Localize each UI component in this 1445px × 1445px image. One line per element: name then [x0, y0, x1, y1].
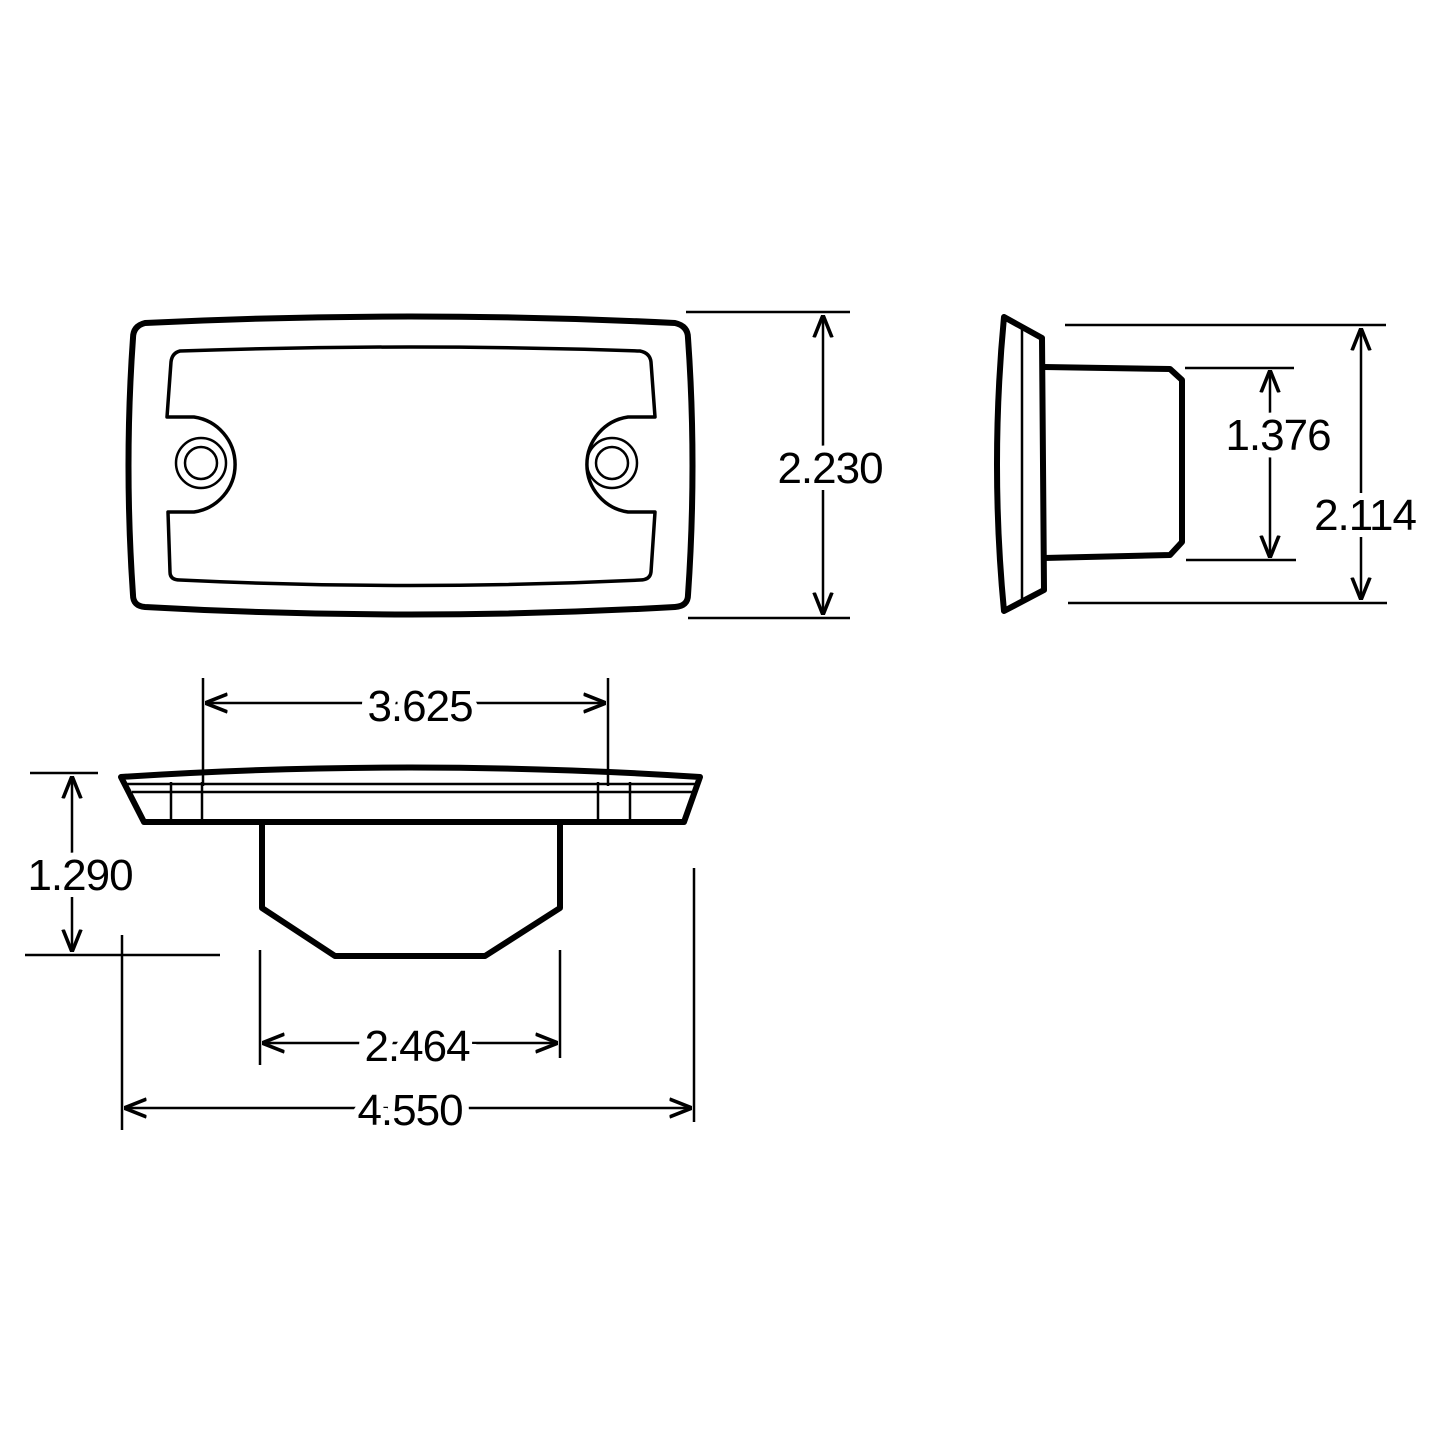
front-lens-outline: [165, 345, 657, 588]
dim-label-2114: 2.114: [1314, 491, 1416, 540]
bottom-body-outline: [259, 822, 563, 959]
dim-overall-depth: 1.290: [20, 771, 220, 957]
dim-side-body-height: 1.376: [1185, 366, 1339, 562]
right-mount-hole-inner: [594, 445, 630, 481]
side-view: [994, 314, 1185, 614]
dim-label-2230: 2.230: [777, 444, 882, 493]
dim-label-1290: 1.290: [27, 851, 132, 900]
bottom-view: [118, 764, 703, 959]
dim-label-4550: 4.550: [357, 1086, 462, 1135]
bottom-flange-outline: [118, 764, 703, 825]
dim-label-3625: 3.625: [367, 682, 472, 731]
left-mount-hole-outer: [174, 436, 228, 490]
front-outer-outline: [125, 313, 696, 618]
front-view: [125, 313, 696, 618]
dim-overall-width: 4.550: [120, 868, 696, 1142]
left-mount-hole-inner: [183, 445, 219, 481]
dim-front-height: 2.230: [686, 310, 891, 620]
dim-hole-spacing: 3.625: [201, 675, 610, 786]
side-flange-outline: [994, 314, 1047, 614]
dim-label-2464: 2.464: [364, 1022, 470, 1071]
right-mount-hole-outer: [585, 436, 639, 490]
dim-side-overall-height: 2.114: [1065, 323, 1424, 605]
dim-label-1376: 1.376: [1225, 411, 1330, 460]
dim-body-width: 2.464: [258, 950, 562, 1078]
side-body-outline: [1043, 364, 1185, 561]
